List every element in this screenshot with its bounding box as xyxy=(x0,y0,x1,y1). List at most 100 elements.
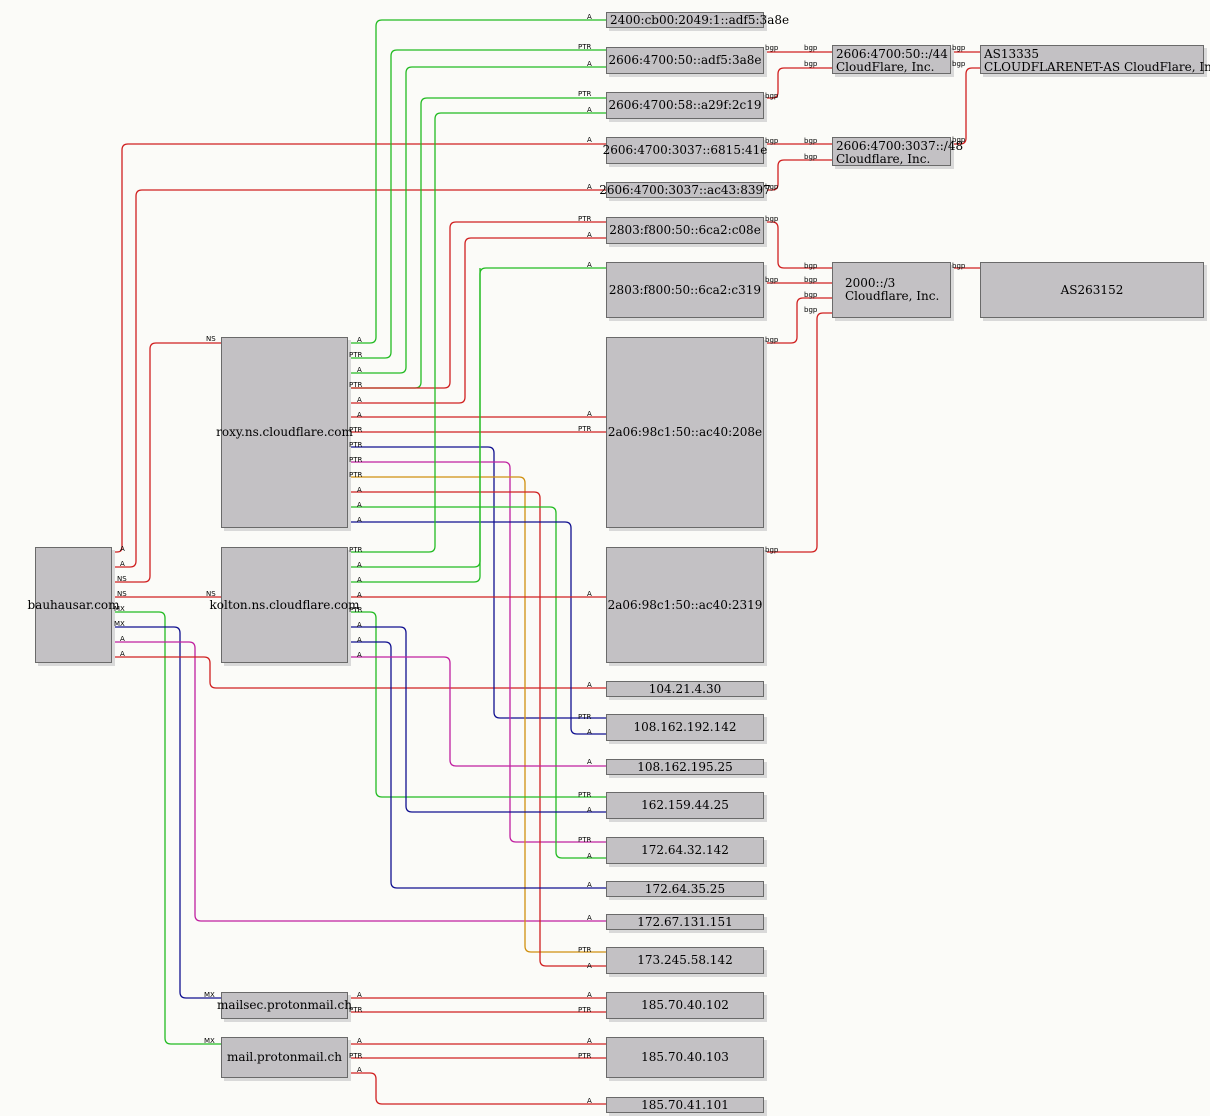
edge-label: bgp xyxy=(804,153,818,161)
node-ipv4-8[interactable]: 173.245.58.142 xyxy=(606,947,764,974)
node-ipv6-2[interactable]: 2606:4700:50::adf5:3a8e xyxy=(606,47,764,74)
edge-label: A xyxy=(357,991,362,999)
edge-label: PTR xyxy=(349,471,363,479)
edge-label: PTR xyxy=(578,836,592,844)
edge-label: NS xyxy=(206,590,216,598)
edge-roxy-a-ip6-2 xyxy=(348,66,606,374)
edge-label: A xyxy=(587,852,592,860)
node-bauhausar[interactable]: bauhausar.com xyxy=(27,547,120,663)
prefix-1-line2: CloudFlare, Inc. xyxy=(836,60,935,74)
node-as13335[interactable]: AS13335 CLOUDFLARENET-AS CloudFlare, Inc… xyxy=(980,45,1210,74)
node-ipv4-5[interactable]: 172.64.32.142 xyxy=(606,837,764,864)
edge-label: PTR xyxy=(578,791,592,799)
edge-bgp-ip6-5-pfx2 xyxy=(764,159,832,191)
edge-label: A xyxy=(357,396,362,404)
edge-label: A xyxy=(587,183,592,191)
edge-label: A xyxy=(587,881,592,889)
node-ipv4-11[interactable]: 185.70.41.101 xyxy=(606,1097,764,1113)
edge-bgp-ip6-8-pfx3 xyxy=(764,297,832,344)
edge-label: A xyxy=(357,576,362,584)
node-prefix-2606-4700-3037[interactable]: 2606:4700:3037::/48 Cloudflare, Inc. xyxy=(832,137,963,166)
node-prefix-2606-4700-50[interactable]: 2606:4700:50::/44 CloudFlare, Inc. xyxy=(832,45,951,74)
edge-label: A xyxy=(587,1037,592,1045)
edge-label: A xyxy=(587,410,592,418)
as13335-line2: CLOUDFLARENET-AS CloudFlare, Inc. xyxy=(984,60,1210,74)
node-ipv6-8[interactable]: 2a06:98c1:50::ac40:208e xyxy=(606,337,764,528)
edge-label: A xyxy=(587,758,592,766)
edge-label: MX xyxy=(114,605,125,613)
edge-roxy-ptr-ip4-8 xyxy=(348,476,606,953)
edge-label: MX xyxy=(204,991,215,999)
edge-bgp-ip6-3-pfx1 xyxy=(764,67,832,99)
as13335-line1: AS13335 xyxy=(984,47,1040,61)
edge-roxy-ptr-ip4-2 xyxy=(348,446,606,719)
edge-label: PTR xyxy=(349,441,363,449)
edge-label: A xyxy=(587,806,592,814)
node-ipv6-9[interactable]: 2a06:98c1:50::ac40:2319 xyxy=(606,547,764,663)
edge-label: bgp xyxy=(804,306,818,314)
edge-label: bgp xyxy=(765,44,779,52)
node-mail[interactable]: mail.protonmail.ch xyxy=(221,1037,348,1078)
edge-label: A xyxy=(357,651,362,659)
edge-label: bgp xyxy=(765,137,779,145)
edge-label: PTR xyxy=(349,1006,363,1014)
edge-label: bgp xyxy=(804,137,818,145)
edge-label: bgp xyxy=(765,336,779,344)
edge-label: bgp xyxy=(765,92,779,100)
edge-label: A xyxy=(120,545,125,553)
node-prefix-2000[interactable]: 2000::/3 Cloudflare, Inc. xyxy=(832,262,951,318)
prefix-2-line1: 2606:4700:3037::/48 xyxy=(836,139,964,153)
edge-label: A xyxy=(587,962,592,970)
node-ipv6-7[interactable]: 2803:f800:50::6ca2:c319 xyxy=(606,262,764,318)
edge-label: A xyxy=(357,486,362,494)
node-kolton-ns[interactable]: kolton.ns.cloudflare.com xyxy=(210,547,359,663)
edge-label: A xyxy=(357,621,362,629)
edge-label: MX xyxy=(114,620,125,628)
node-as263152[interactable]: AS263152 xyxy=(980,262,1204,318)
edge-label: bgp xyxy=(765,215,779,223)
edge-label: A xyxy=(587,728,592,736)
edge-label: NS xyxy=(206,335,216,343)
edge-label: PTR xyxy=(349,456,363,464)
node-roxy-ns[interactable]: roxy.ns.cloudflare.com xyxy=(216,337,353,528)
node-ipv6-4[interactable]: 2606:4700:3037::6815:41e xyxy=(603,137,767,164)
node-ipv6-3[interactable]: 2606:4700:58::a29f:2c19 xyxy=(606,92,764,119)
node-ipv4-1[interactable]: 104.21.4.30 xyxy=(606,681,764,697)
edge-label: A xyxy=(357,516,362,524)
edge-label: PTR xyxy=(349,1052,363,1060)
edge-roxy-a-ip6-1 xyxy=(348,19,606,344)
node-ipv4-10[interactable]: 185.70.40.103 xyxy=(606,1037,764,1078)
edge-label: A xyxy=(357,411,362,419)
edge-label: PTR xyxy=(349,606,363,614)
node-ipv4-7[interactable]: 172.67.131.151 xyxy=(606,914,764,930)
node-ipv4-9[interactable]: 185.70.40.102 xyxy=(606,992,764,1019)
node-ipv6-6[interactable]: 2803:f800:50::6ca2:c08e xyxy=(606,217,764,244)
edge-label: A xyxy=(587,231,592,239)
node-ipv6-1[interactable]: 2400:cb00:2049:1::adf5:3a8e xyxy=(606,12,789,28)
node-mailsec[interactable]: mailsec.protonmail.ch xyxy=(217,992,352,1019)
edge-bauhausar-a-ip4-7 xyxy=(112,641,606,922)
edge-bauhausar-mx-mail xyxy=(112,611,221,1045)
edge-roxy-a-ip4-8 xyxy=(348,491,606,967)
edge-label: A xyxy=(587,261,592,269)
edge-label: bgp xyxy=(952,262,966,270)
edge-label: A xyxy=(120,650,125,658)
edge-kolton-a-ip4-6 xyxy=(348,641,606,889)
node-ipv4-4[interactable]: 162.159.44.25 xyxy=(606,792,764,819)
edge-label: bgp xyxy=(952,44,966,52)
edge-label: A xyxy=(587,106,592,114)
node-ipv4-2[interactable]: 108.162.192.142 xyxy=(606,714,764,741)
node-ipv6-5[interactable]: 2606:4700:3037::ac43:8397 xyxy=(599,182,771,198)
edge-label: bgp xyxy=(765,276,779,284)
edge-label: A xyxy=(357,1037,362,1045)
prefix-2-line2: Cloudflare, Inc. xyxy=(836,152,931,166)
edge-label: A xyxy=(357,501,362,509)
edge-roxy-ptr-ip4-5 xyxy=(348,461,606,843)
node-ipv4-6[interactable]: 172.64.35.25 xyxy=(606,881,764,897)
edge-label: PTR xyxy=(578,90,592,98)
edge-roxy-ptr-ip6-2 xyxy=(348,49,606,359)
edge-roxy-a-ip6-6 xyxy=(348,237,606,404)
edge-label: A xyxy=(587,991,592,999)
node-ipv4-3[interactable]: 108.162.195.25 xyxy=(606,759,764,775)
